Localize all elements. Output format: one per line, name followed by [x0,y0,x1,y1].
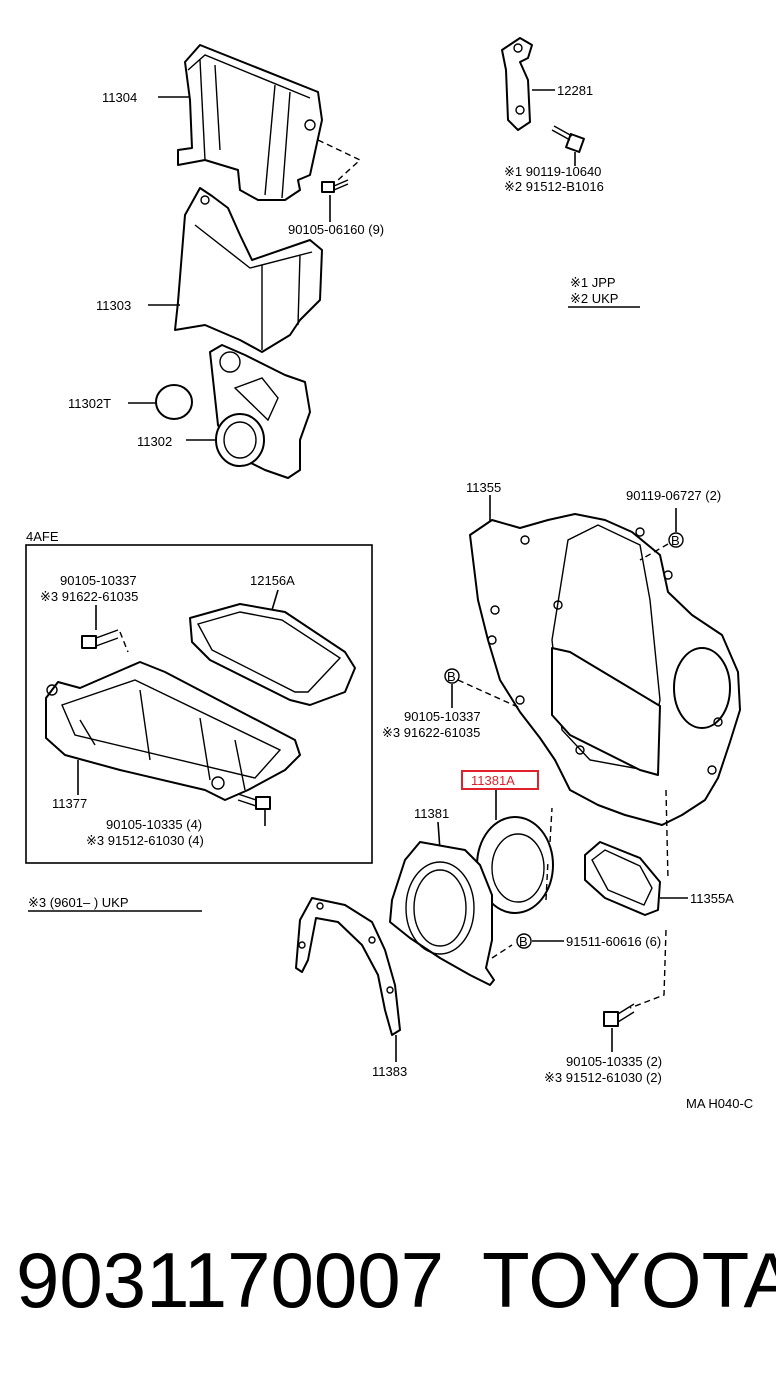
part-11355-end-plate [469,513,741,826]
marker-b-label: B [671,533,680,548]
highlight-box-11381a [461,770,539,790]
bolt-90105-06160 [321,179,349,193]
label-11355a: 11355A [690,891,734,906]
part-11381-rear-oil-seal-retainer [389,841,495,986]
label-11381: 11381 [414,806,449,821]
part-11302-lower-cover [209,344,311,479]
label-11302t: 11302T [68,396,111,411]
part-11302t-plug [155,384,193,420]
label-11381a: 11381A [471,773,515,788]
part-11355a-cover [584,841,661,916]
marker-b-label: B [447,669,456,684]
label-11302: 11302 [137,434,172,449]
label-91622-61035-right: ※3 91622-61035 [382,725,480,740]
part-number: 9031170007 [16,1236,445,1324]
label-91512-61030-right: ※3 91512-61030 (2) [544,1070,662,1085]
bolt-90105-10335-right [603,1003,635,1027]
legend-ukp: ※2 UKP [570,291,618,306]
legend-jpp: ※1 JPP [570,275,616,290]
exploded-parts-diagram: 11304 90105-06160 (9) 12281 ※1 90119-106… [25,37,753,1111]
part-11381a-oil-seal [476,816,554,914]
bolt-90105-10337-inset [81,629,119,649]
label-91512-61030-inset: ※3 91512-61030 (4) [86,833,204,848]
note-3-9601-ukp: ※3 (9601– ) UKP [28,895,129,910]
label-91511-60616: 91511-60616 (6) [566,934,661,949]
drawing-code: MA H040-C [686,1096,753,1111]
part-12281-bracket [501,37,533,131]
bolt-90105-10335-inset [237,793,271,810]
label-11383: 11383 [372,1064,407,1079]
label-91512-b1016: ※2 91512-B1016 [504,179,604,194]
inset-4afe-frame [25,544,373,864]
label-90119-06727: 90119-06727 (2) [626,488,721,503]
label-90105-10335-inset: 90105-10335 (4) [106,817,202,832]
label-12281: 12281 [557,83,593,98]
marker-b-label: B [519,934,528,949]
part-11303-middle-cover [174,187,323,353]
label-90105-10337-inset: 90105-10337 [60,573,137,588]
label-11303: 11303 [96,298,131,313]
label-90105-06160: 90105-06160 (9) [288,222,384,237]
label-11377: 11377 [52,796,87,811]
bolt-90119-10640 [551,125,585,153]
label-91622-61035-inset: ※3 91622-61035 [40,589,138,604]
footer: 9031170007 TOYOTA [0,1235,776,1325]
label-11304: 11304 [102,90,137,105]
label-90105-10337-right: 90105-10337 [404,709,481,724]
label-90119-10640: ※1 90119-10640 [504,164,601,179]
marker-b-middle [444,668,460,684]
label-12156a: 12156A [250,573,295,588]
brand-name: TOYOTA [482,1236,776,1324]
part-11377-oil-pan-baffle [45,661,301,801]
part-12156a-cover [189,603,356,706]
marker-b-top-right [668,532,684,548]
label-11355: 11355 [466,480,501,495]
part-11304-upper-cover [177,44,323,201]
part-11383-gasket [295,897,401,1036]
marker-b-bottom [516,933,532,949]
label-90105-10335-right: 90105-10335 (2) [566,1054,662,1069]
inset-title-4afe: 4AFE [26,529,59,544]
